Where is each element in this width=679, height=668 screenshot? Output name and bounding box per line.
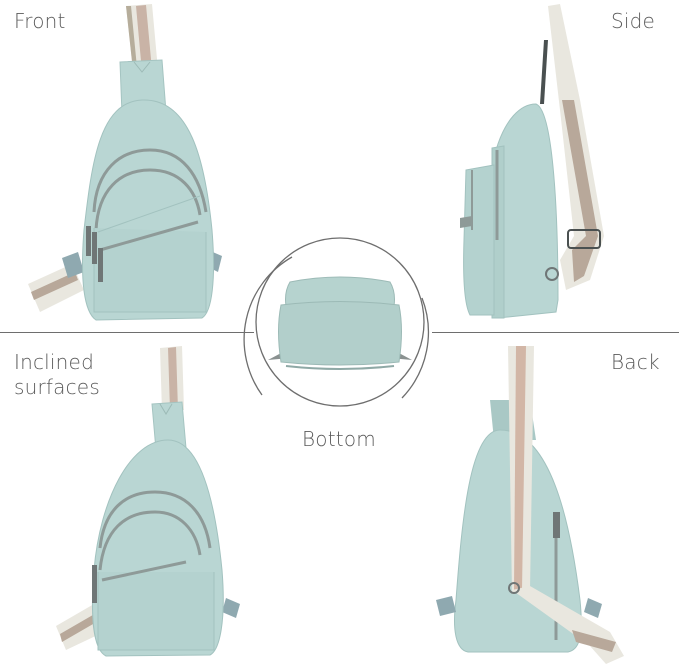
label-inclined: Inclined surfaces — [14, 350, 100, 400]
label-bottom: Bottom — [302, 427, 376, 451]
label-inclined-line1: Inclined — [14, 350, 94, 374]
divider-right — [432, 332, 679, 333]
bottom-view-bag — [268, 276, 412, 370]
label-inclined-line2: surfaces — [14, 375, 100, 399]
label-side: Side — [611, 9, 656, 33]
divider-left — [0, 332, 254, 333]
label-front: Front — [14, 9, 66, 33]
label-back: Back — [611, 350, 660, 374]
